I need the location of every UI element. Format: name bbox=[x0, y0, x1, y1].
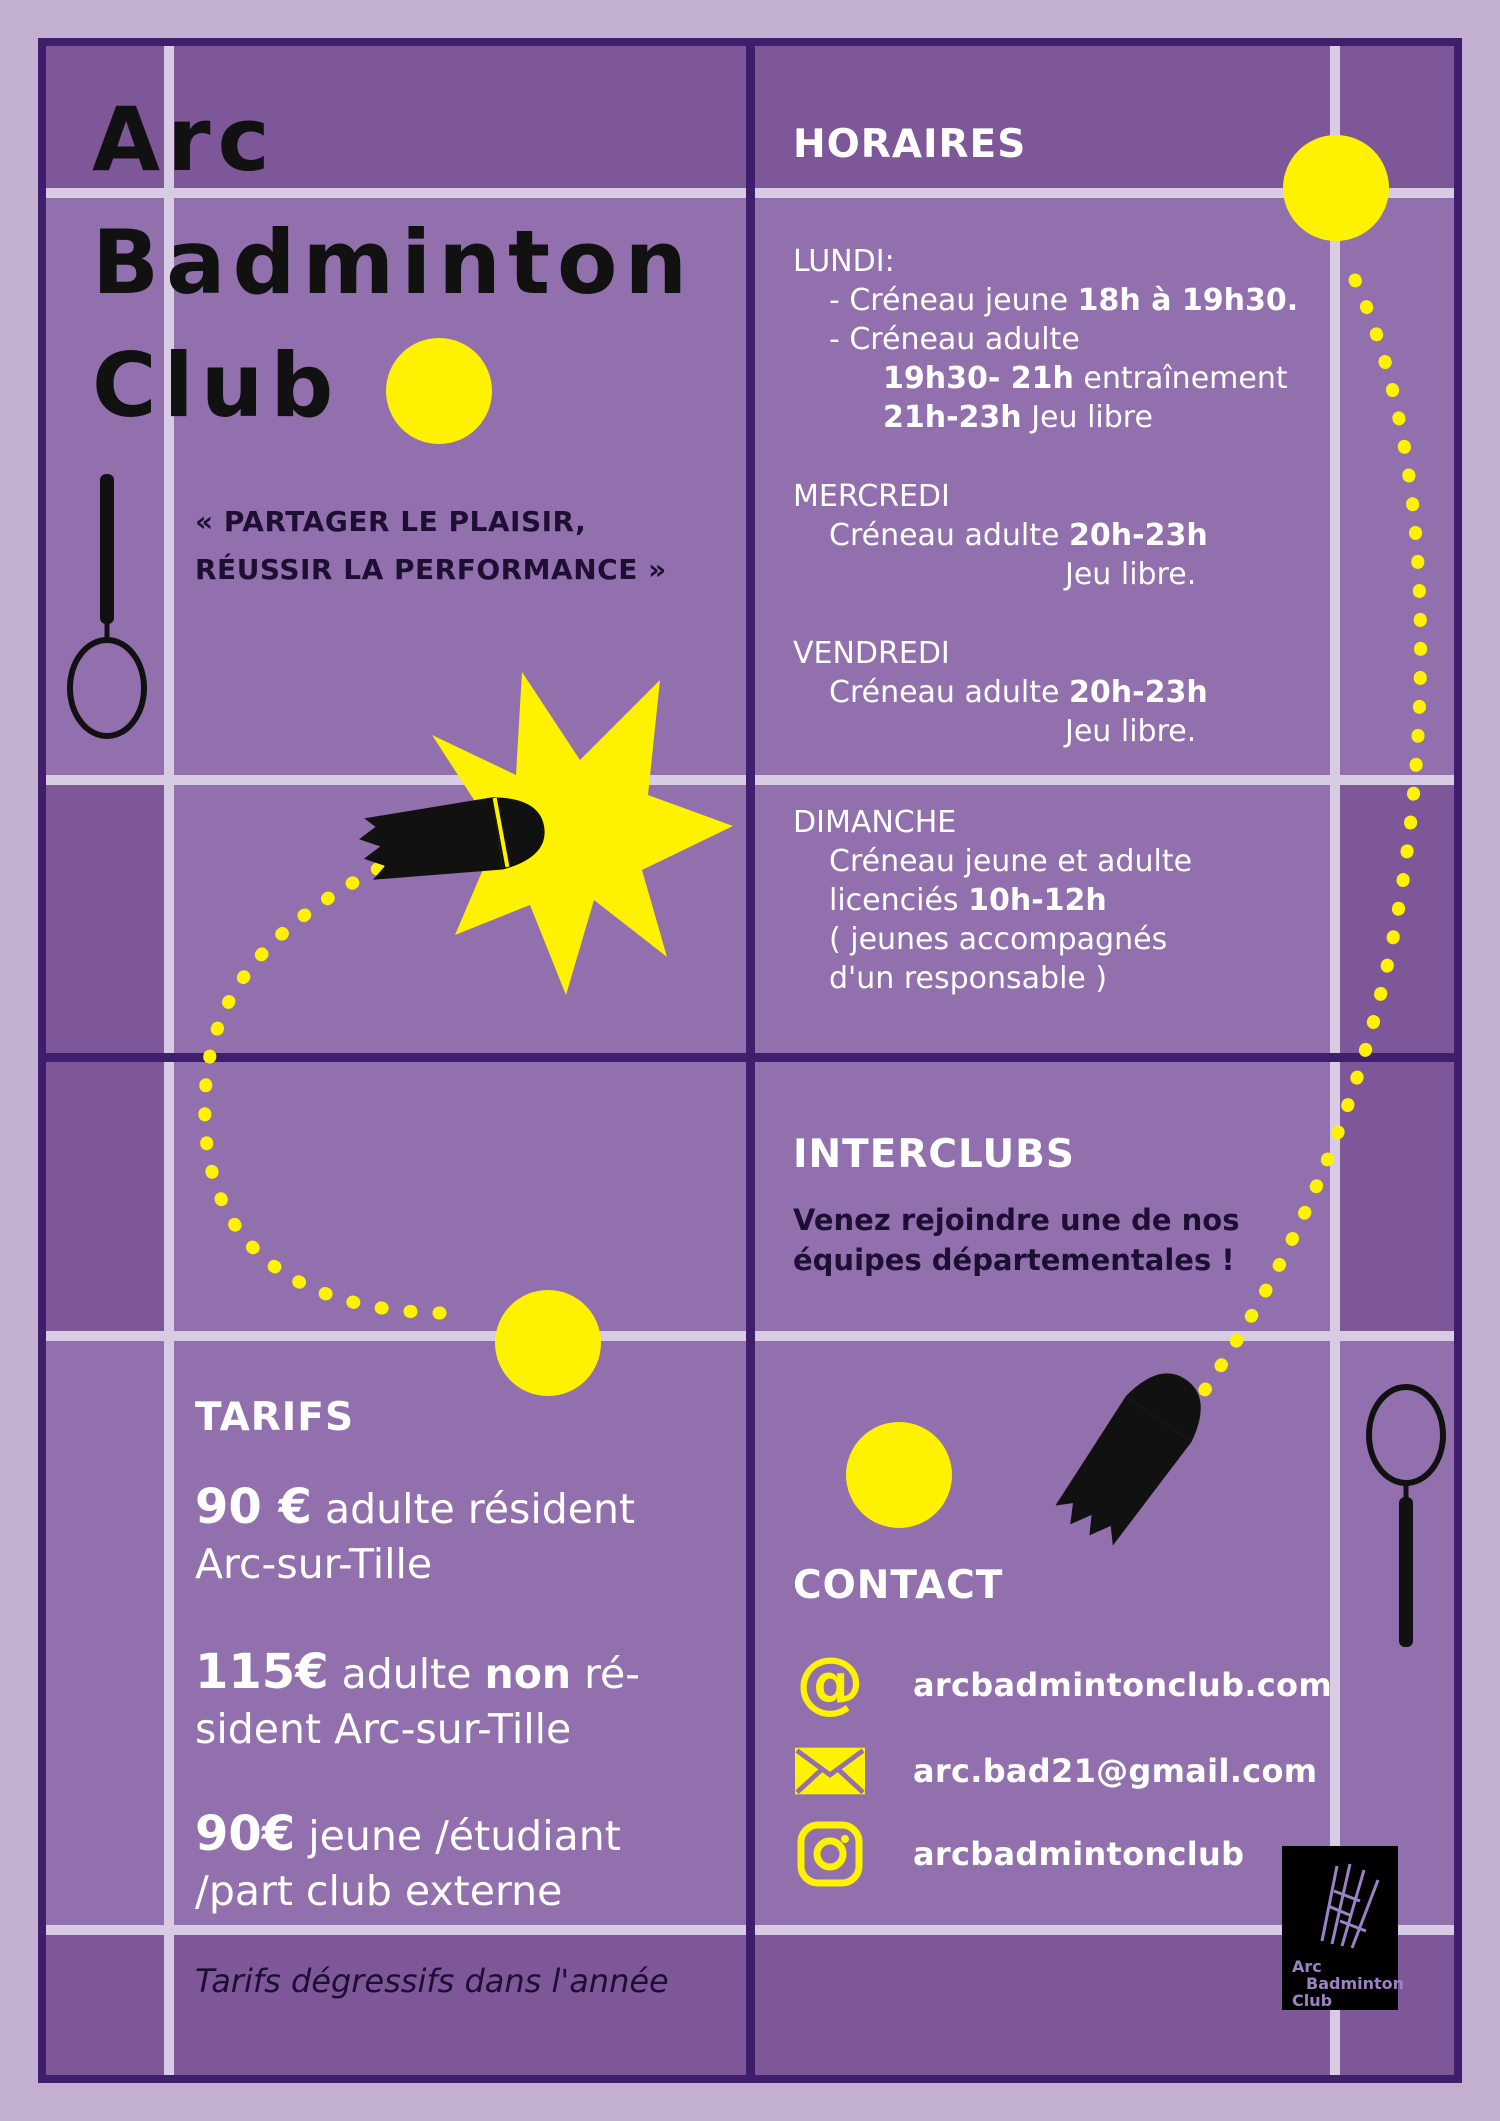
contact-email[interactable]: arc.bad21@gmail.com bbox=[795, 1736, 1317, 1806]
interclubs-line: équipes départementales ! bbox=[793, 1243, 1235, 1277]
schedule-text: - Créneau jeune bbox=[829, 283, 1078, 318]
tarifs-note: Tarifs dégressifs dans l'année bbox=[195, 1962, 669, 2000]
schedule-text: licenciés bbox=[829, 883, 969, 918]
schedule-line: Créneau adulte 20h-23h bbox=[793, 516, 1208, 555]
schedule-line: ( jeunes accompagnés bbox=[829, 922, 1168, 957]
instagram-handle[interactable]: arcbadmintonclub bbox=[913, 1835, 1245, 1873]
club-title: Arc Badminton Club bbox=[92, 78, 694, 447]
schedule-time: 20h-23h bbox=[1069, 518, 1208, 553]
schedule-time: 20h-23h bbox=[1069, 675, 1208, 710]
contact-instagram[interactable]: arcbadmintonclub bbox=[795, 1819, 1244, 1889]
schedule-text: Jeu libre bbox=[1021, 400, 1153, 435]
schedule-sunday: DIMANCHE Créneau jeune et adulte licenci… bbox=[793, 803, 1192, 998]
logo-line: Club bbox=[1292, 1991, 1333, 2010]
logo-text: Arc Badminton Club bbox=[1292, 1958, 1404, 2009]
yellow-ball-middle bbox=[495, 1290, 601, 1396]
schedule-text: Créneau adulte bbox=[829, 518, 1070, 553]
shuttlecock-hit bbox=[359, 797, 545, 880]
logo-line: Badminton bbox=[1306, 1974, 1405, 1993]
contact-website[interactable]: @ arcbadmintonclub.com bbox=[795, 1650, 1332, 1720]
tarif-line: Arc-sur-Tille bbox=[195, 1540, 433, 1588]
shuttle-trajectory-left bbox=[202, 673, 392, 877]
email-link[interactable]: arc.bad21@gmail.com bbox=[913, 1752, 1318, 1790]
tarif-line: 90 € adulte résident bbox=[195, 1480, 635, 1537]
schedule-time: 18h à 19h30. bbox=[1077, 283, 1299, 318]
tarif-text: jeune /étudiant bbox=[295, 1812, 621, 1860]
schedule-wednesday: MERCREDI Créneau adulte 20h-23h Jeu libr… bbox=[793, 477, 1208, 594]
svg-text:@: @ bbox=[796, 1650, 864, 1720]
shuttlecock-falling bbox=[1055, 1373, 1201, 1546]
schedule-time: 19h30- 21h bbox=[883, 361, 1074, 396]
title-line: Club bbox=[92, 334, 341, 437]
schedule-line: Créneau adulte 20h-23h bbox=[793, 673, 1208, 712]
tarif-text: ré- bbox=[571, 1650, 641, 1698]
schedule-monday: LUNDI: - Créneau jeune 18h à 19h30. - Cr… bbox=[793, 242, 1298, 437]
envelope-icon bbox=[795, 1736, 865, 1806]
racket-left bbox=[67, 474, 147, 739]
motto-line: RÉUSSIR LA PERFORMANCE » bbox=[195, 553, 667, 586]
interclubs-text: Venez rejoindre une de nos équipes dépar… bbox=[793, 1200, 1239, 1280]
tarif-price: 90 € bbox=[195, 1479, 312, 1535]
tarif-text: adulte bbox=[328, 1650, 485, 1698]
contact-heading: CONTACT bbox=[793, 1563, 1004, 1608]
yellow-ball-top-right bbox=[1283, 135, 1389, 241]
tarif-youth: 90€ jeune /étudiant /part club externe bbox=[195, 1807, 621, 1919]
schedule-line: Jeu libre. bbox=[1065, 714, 1197, 749]
schedule-line: 21h-23h Jeu libre bbox=[793, 398, 1298, 437]
website-link[interactable]: arcbadmintonclub.com bbox=[913, 1666, 1332, 1704]
title-line: Arc bbox=[92, 88, 277, 191]
tarif-line: 90€ jeune /étudiant bbox=[195, 1807, 621, 1864]
yellow-ball-contact bbox=[846, 1422, 952, 1528]
interclubs-heading: INTERCLUBS bbox=[793, 1132, 1075, 1177]
trajectory-left bbox=[181, 690, 390, 875]
day-label: LUNDI: bbox=[793, 244, 895, 279]
tarif-resident: 90 € adulte résident Arc-sur-Tille bbox=[195, 1480, 635, 1592]
schedule-friday: VENDREDI Créneau adulte 20h-23h Jeu libr… bbox=[793, 634, 1208, 751]
schedule-line: - Créneau jeune 18h à 19h30. bbox=[793, 281, 1298, 320]
schedule-time: 10h-12h bbox=[968, 883, 1107, 918]
dotted-path-left bbox=[196, 713, 385, 878]
tarif-price: 115€ bbox=[195, 1644, 329, 1700]
interclubs-line: Venez rejoindre une de nos bbox=[793, 1203, 1240, 1237]
tarif-line: sident Arc-sur-Tille bbox=[195, 1705, 572, 1753]
tarif-text: adulte résident bbox=[311, 1485, 636, 1533]
schedule-line: - Créneau adulte bbox=[829, 322, 1080, 357]
tarif-line: /part club externe bbox=[195, 1867, 563, 1915]
schedule-line: d'un responsable ) bbox=[829, 961, 1108, 996]
title-line: Badminton bbox=[92, 211, 695, 314]
schedule-line: licenciés 10h-12h bbox=[793, 881, 1192, 920]
motto: « PARTAGER LE PLAISIR, RÉUSSIR LA PERFOR… bbox=[195, 498, 667, 594]
horaires-heading: HORAIRES bbox=[793, 122, 1027, 167]
schedule-line: Jeu libre. bbox=[1065, 557, 1197, 592]
dotted-curve-left bbox=[198, 858, 447, 1320]
schedule-text: Créneau adulte bbox=[829, 675, 1070, 710]
day-label: MERCREDI bbox=[793, 479, 950, 514]
court-net-line bbox=[46, 1053, 1454, 1062]
schedule-line: 19h30- 21h entraînement bbox=[793, 359, 1298, 398]
schedule-text: entraînement bbox=[1073, 361, 1288, 396]
racket-right bbox=[1366, 1384, 1446, 1647]
club-logo: Arc Badminton Club bbox=[1282, 1846, 1404, 2010]
logo-line: Arc bbox=[1292, 1957, 1322, 1976]
impact-star bbox=[400, 672, 733, 995]
at-icon: @ bbox=[795, 1650, 865, 1720]
tarif-non-resident: 115€ adulte non ré- sident Arc-sur-Tille bbox=[195, 1645, 640, 1757]
instagram-icon bbox=[795, 1819, 865, 1889]
feather-logo-icon bbox=[1320, 1863, 1380, 1949]
day-label: DIMANCHE bbox=[793, 805, 957, 840]
schedule-time: 21h-23h bbox=[883, 400, 1022, 435]
yellow-ball-title bbox=[386, 338, 492, 444]
tarif-text-bold: non bbox=[484, 1650, 572, 1698]
day-label: VENDREDI bbox=[793, 636, 950, 671]
tarif-price: 90€ bbox=[195, 1806, 296, 1862]
tarifs-heading: TARIFS bbox=[195, 1395, 355, 1440]
motto-line: « PARTAGER LE PLAISIR, bbox=[195, 505, 587, 538]
schedule-line: Créneau jeune et adulte bbox=[829, 844, 1193, 879]
tarif-line: 115€ adulte non ré- bbox=[195, 1645, 640, 1702]
